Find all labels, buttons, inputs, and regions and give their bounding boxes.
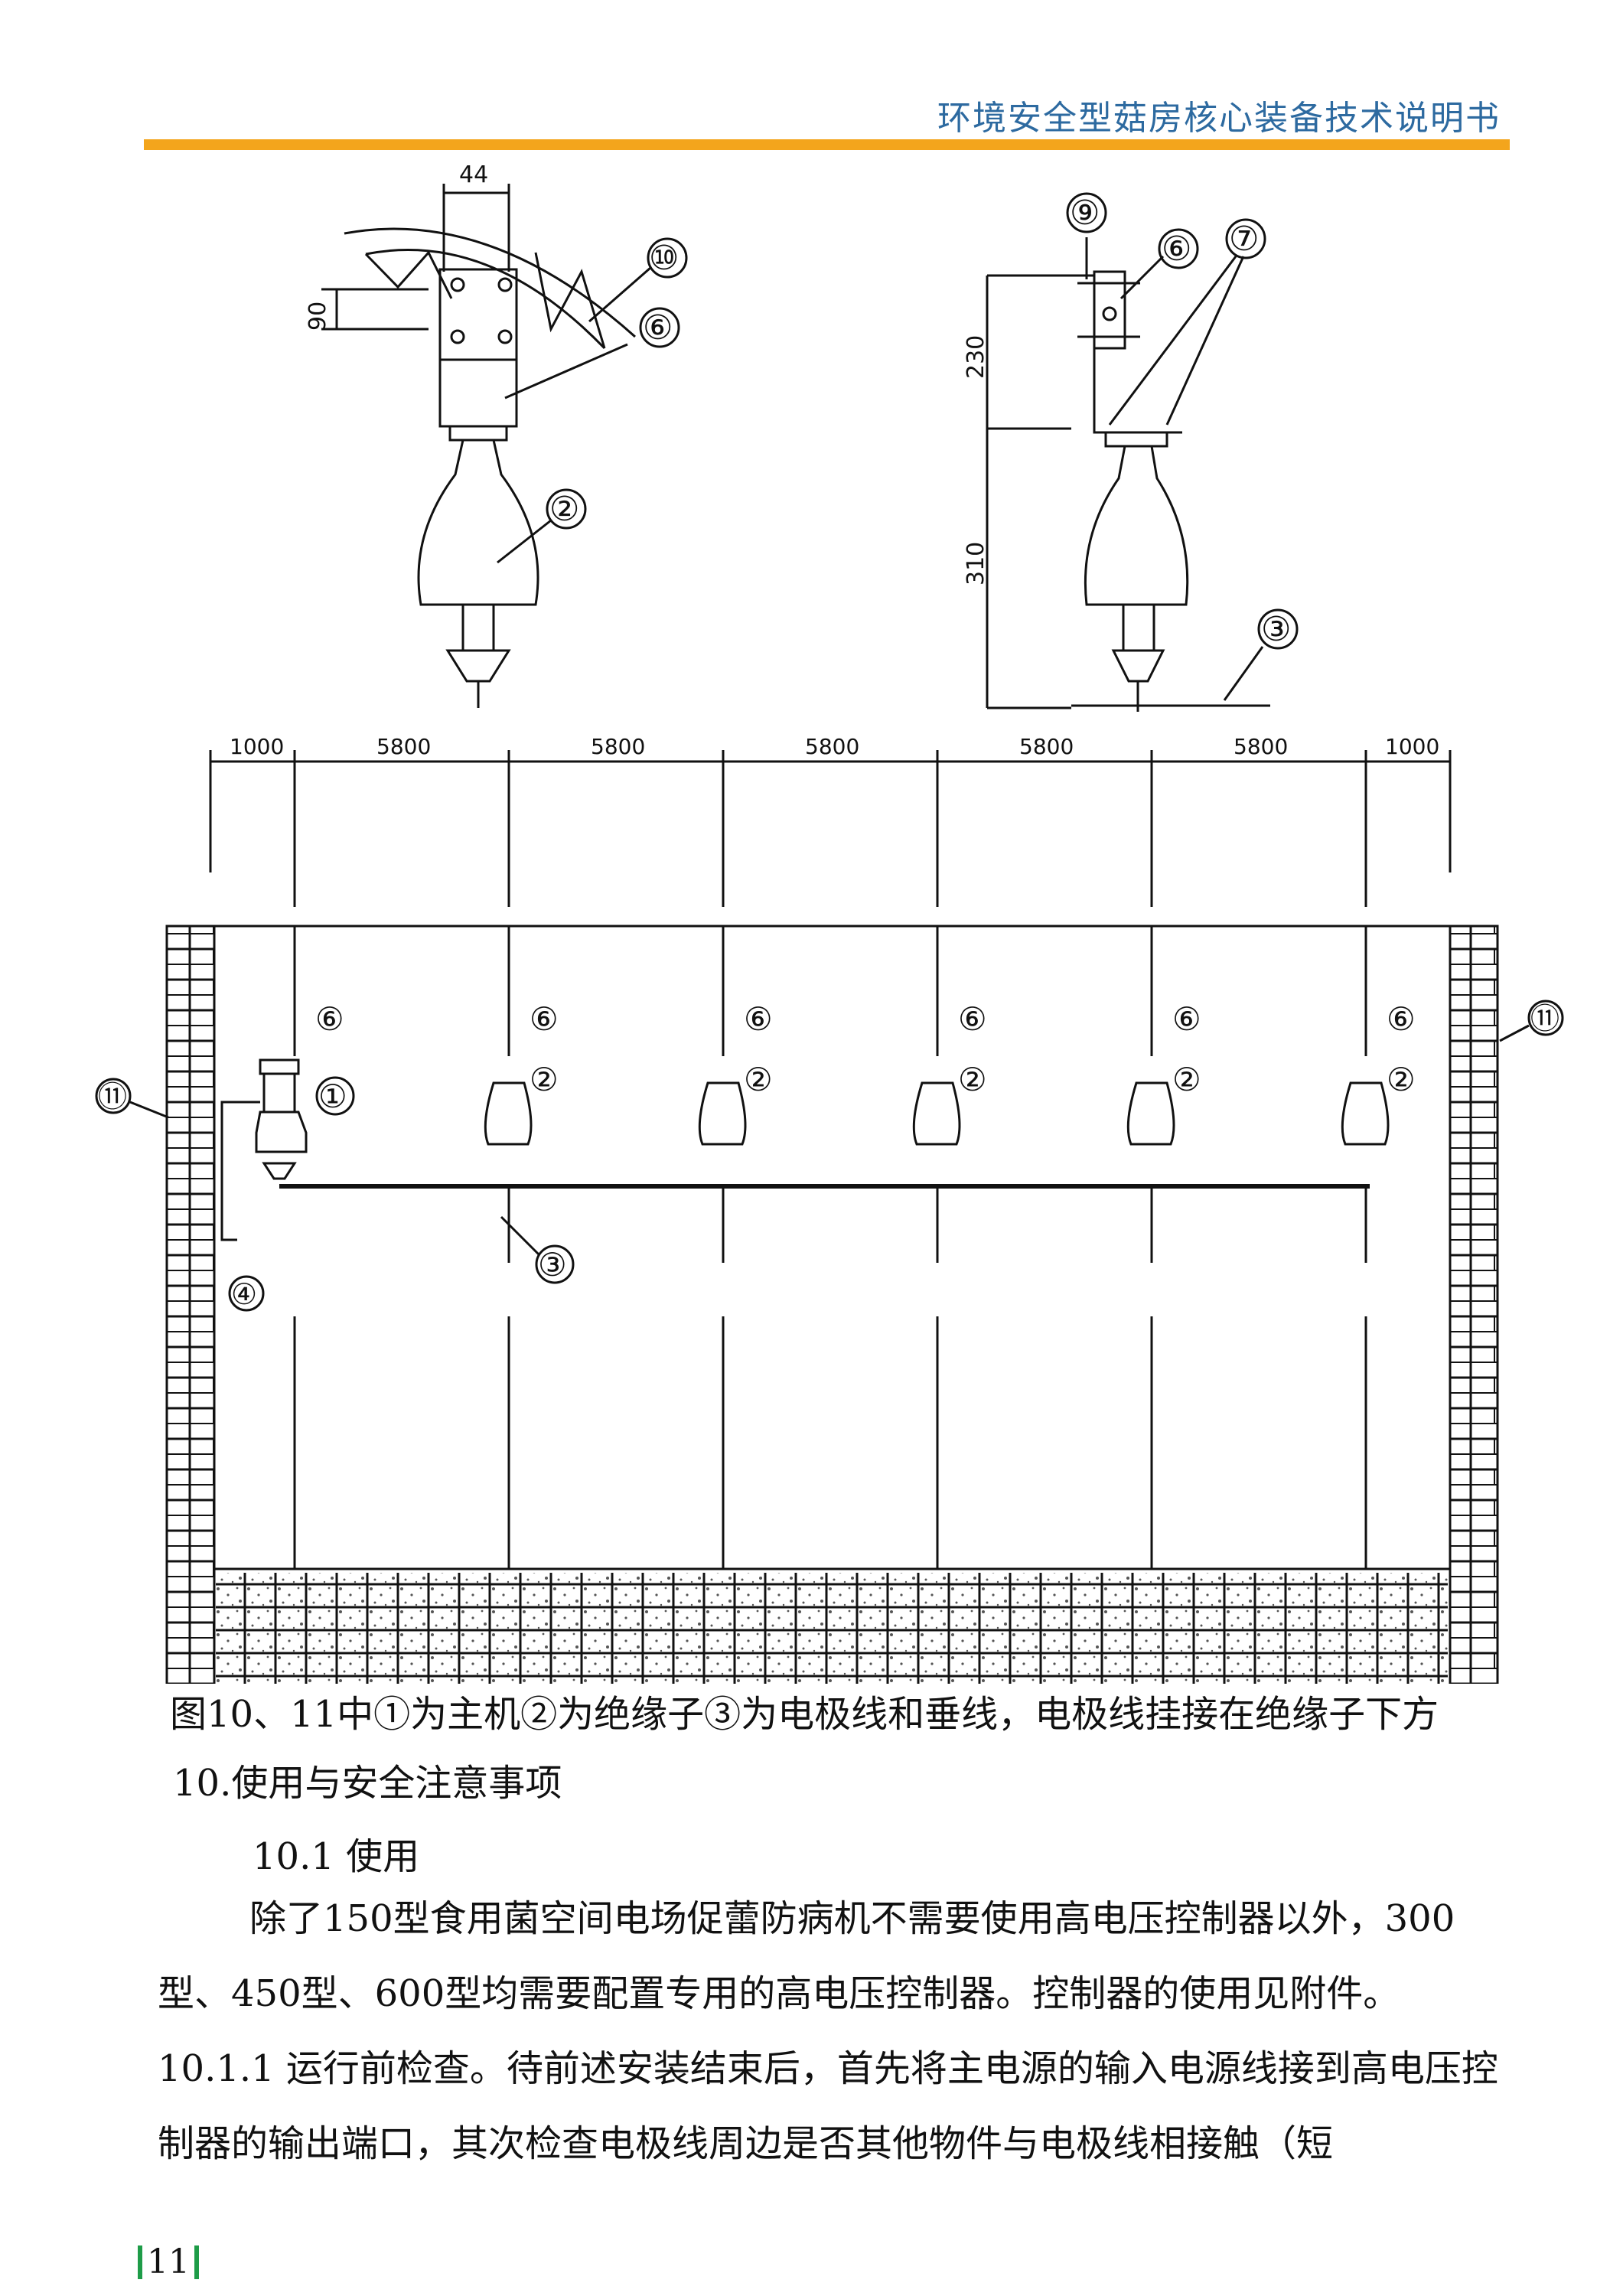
room-layout: 1000 5800 5800 5800 5800 5800 1000	[95, 734, 1564, 1684]
header-rule	[144, 139, 1510, 150]
dim-44: 44	[459, 161, 488, 188]
callout-2-a: ②	[530, 1061, 559, 1098]
dimension-ticks	[209, 750, 1452, 907]
spacing-1: 1000	[230, 734, 284, 759]
callout-6-f: ⑥	[1387, 1000, 1416, 1038]
drop-lines	[293, 1186, 1367, 1569]
dim-230: 230	[963, 335, 989, 379]
callout-6-e: ⑥	[1172, 1000, 1201, 1038]
callout-2-c: ②	[958, 1061, 987, 1098]
spacing-3: 5800	[591, 734, 645, 759]
page-number: 11	[138, 2242, 199, 2281]
front-view-figure: 44 90 ⑩ ⑥ ②	[305, 161, 688, 708]
callout-1: ①	[318, 1078, 347, 1115]
figure-caption: 图10、11中①为主机②为绝缘子③为电极线和垂线，电极线挂接在绝缘子下方	[170, 1693, 1439, 1736]
callout-7: ⑦	[1229, 220, 1259, 259]
header-title: 环境安全型菇房核心装备技术说明书	[937, 99, 1501, 138]
callout-10: ⑩	[649, 239, 679, 278]
technical-drawing: 44 90 ⑩ ⑥ ② 230	[95, 161, 1564, 1684]
callout-11-right: ⑪	[1530, 1002, 1559, 1035]
callout-2-top: ②	[549, 490, 579, 529]
page-bar-left	[138, 2245, 142, 2279]
callout-11-left: ⑪	[98, 1080, 127, 1114]
callout-3: ③	[538, 1246, 567, 1283]
callout-2-b: ②	[744, 1061, 773, 1098]
paragraph-2-text: 10.1.1 运行前检查。待前述安装结束后，首先将主电源的输入电源线接到高电压控…	[158, 2047, 1498, 2165]
spacing-6: 5800	[1234, 734, 1288, 759]
callout-4: ④	[231, 1277, 257, 1311]
paragraph-1: 除了150型食用菌空间电场促蕾防病机不需要使用高电压控制器以外，300型、450…	[158, 1881, 1512, 2031]
subsection-title: 10.1 使用	[253, 1835, 420, 1878]
page-number-text: 11	[147, 2242, 190, 2281]
callout-6-side: ⑥	[1162, 230, 1191, 269]
dim-310: 310	[963, 542, 989, 585]
paragraph-1-text: 除了150型食用菌空间电场促蕾防病机不需要使用高电压控制器以外，300型、450…	[158, 1897, 1455, 2015]
callouts-2-row: ② ② ② ② ②	[530, 1061, 1416, 1098]
left-wall	[165, 925, 216, 1684]
callouts-6-row: ⑥ ⑥ ⑥ ⑥ ⑥ ⑥	[315, 1000, 1416, 1038]
dim-90: 90	[305, 302, 331, 331]
callout-6-d: ⑥	[958, 1000, 987, 1038]
side-view-figure: 230 310 ⑨ ⑥ ⑦ ③	[963, 192, 1299, 712]
callout-3-side: ③	[1261, 610, 1291, 649]
callout-6-top: ⑥	[643, 308, 673, 347]
paragraph-2: 10.1.1 运行前检查。待前述安装结束后，首先将主电源的输入电源线接到高电压控…	[158, 2031, 1512, 2181]
spacing-7: 1000	[1385, 734, 1439, 759]
spacing-5: 5800	[1019, 734, 1074, 759]
callout-6-a: ⑥	[315, 1000, 344, 1038]
page-bar-right	[194, 2245, 199, 2279]
callout-2-e: ②	[1387, 1061, 1416, 1098]
spacing-2: 5800	[376, 734, 431, 759]
spacing-4: 5800	[805, 734, 859, 759]
callout-2-d: ②	[1172, 1061, 1201, 1098]
insulators	[484, 1081, 1390, 1146]
callout-9: ⑨	[1070, 194, 1100, 233]
callout-6-c: ⑥	[744, 1000, 773, 1038]
main-unit	[255, 1058, 308, 1180]
right-wall	[1449, 925, 1499, 1684]
section-title: 10.使用与安全注意事项	[173, 1762, 562, 1805]
hangers	[293, 926, 1367, 1056]
callout-6-b: ⑥	[530, 1000, 559, 1038]
floor-substrate	[216, 1573, 1448, 1684]
